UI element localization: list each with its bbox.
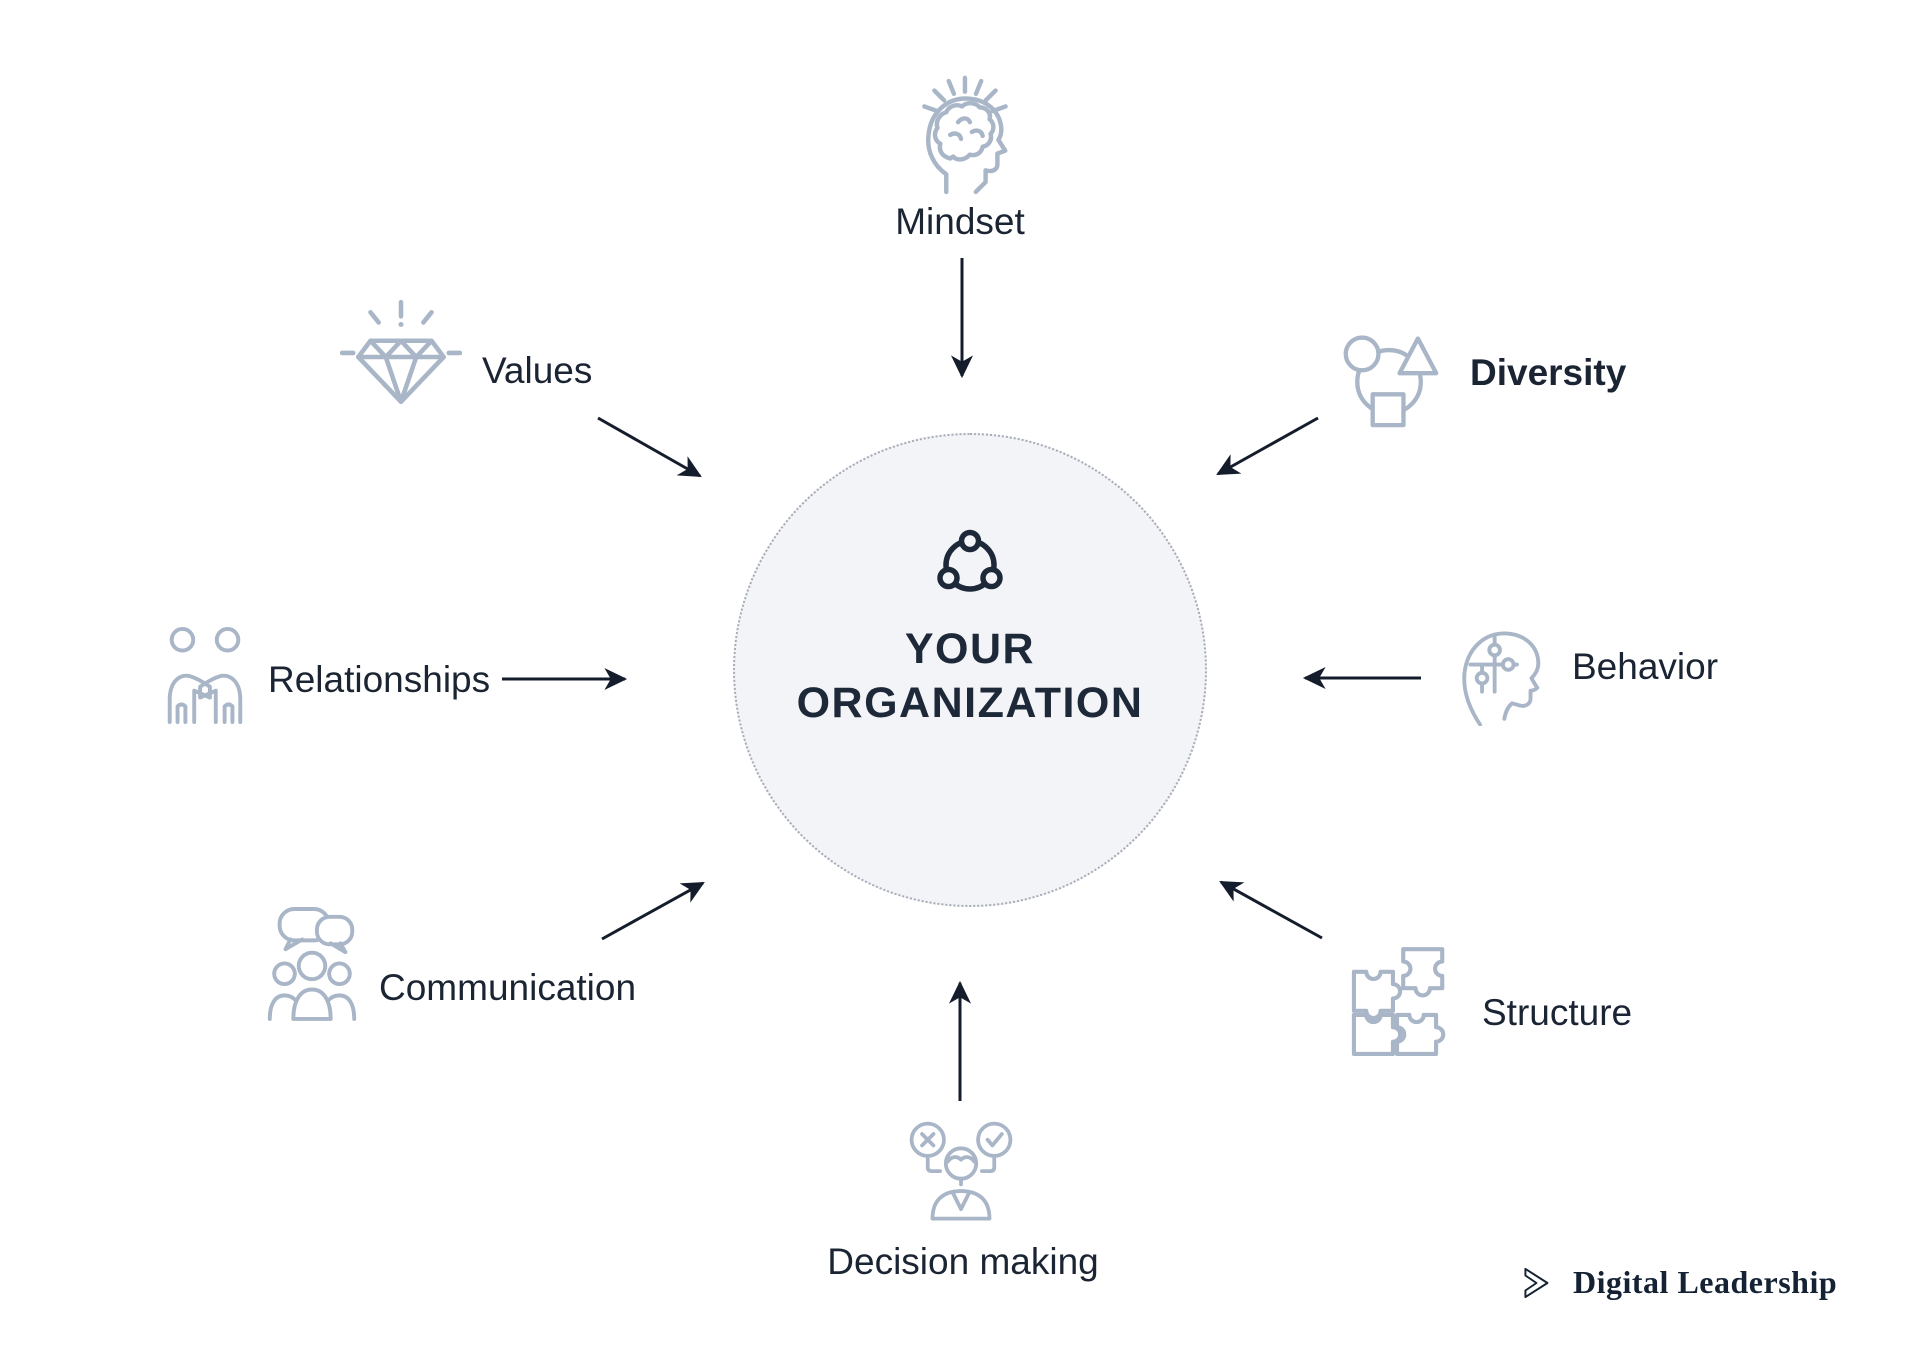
label-structure: Structure — [1482, 992, 1633, 1033]
brand-logo: Digital Leadership — [1521, 1264, 1837, 1301]
person-decision-icon — [904, 1116, 1018, 1230]
label-relationships: Relationships — [268, 659, 491, 700]
label-diversity: Diversity — [1470, 352, 1627, 393]
people-speech-bubbles-icon — [258, 900, 366, 1024]
brand-logo-text: Digital Leadership — [1573, 1264, 1838, 1300]
handshake-people-icon — [155, 626, 255, 724]
center-title: YOUR ORGANIZATION — [797, 622, 1144, 730]
geometric-shapes-icon — [1337, 327, 1443, 428]
arrow-values-to-center — [597, 416, 702, 478]
label-values: Values — [482, 350, 593, 391]
label-decision-making: Decision making — [827, 1241, 1099, 1282]
center-title-line1: YOUR — [904, 625, 1036, 673]
label-mindset: Mindset — [895, 201, 1025, 242]
arrow-structure-to-center — [1219, 880, 1323, 940]
puzzle-pieces-icon — [1337, 941, 1453, 1056]
team-network-icon — [932, 528, 1008, 598]
label-communication: Communication — [379, 967, 637, 1008]
head-brain-icon — [903, 64, 1021, 196]
diamond-gem-icon — [340, 294, 462, 418]
center-circle: YOUR ORGANIZATION — [733, 433, 1207, 907]
head-puzzle-icon — [1451, 604, 1548, 726]
center-title-line2: ORGANIZATION — [796, 679, 1144, 727]
chevron-right-icon — [1521, 1265, 1551, 1301]
arrow-diversity-to-center — [1216, 416, 1319, 476]
arrow-communication-to-center — [601, 881, 705, 941]
label-behavior: Behavior — [1572, 646, 1719, 687]
